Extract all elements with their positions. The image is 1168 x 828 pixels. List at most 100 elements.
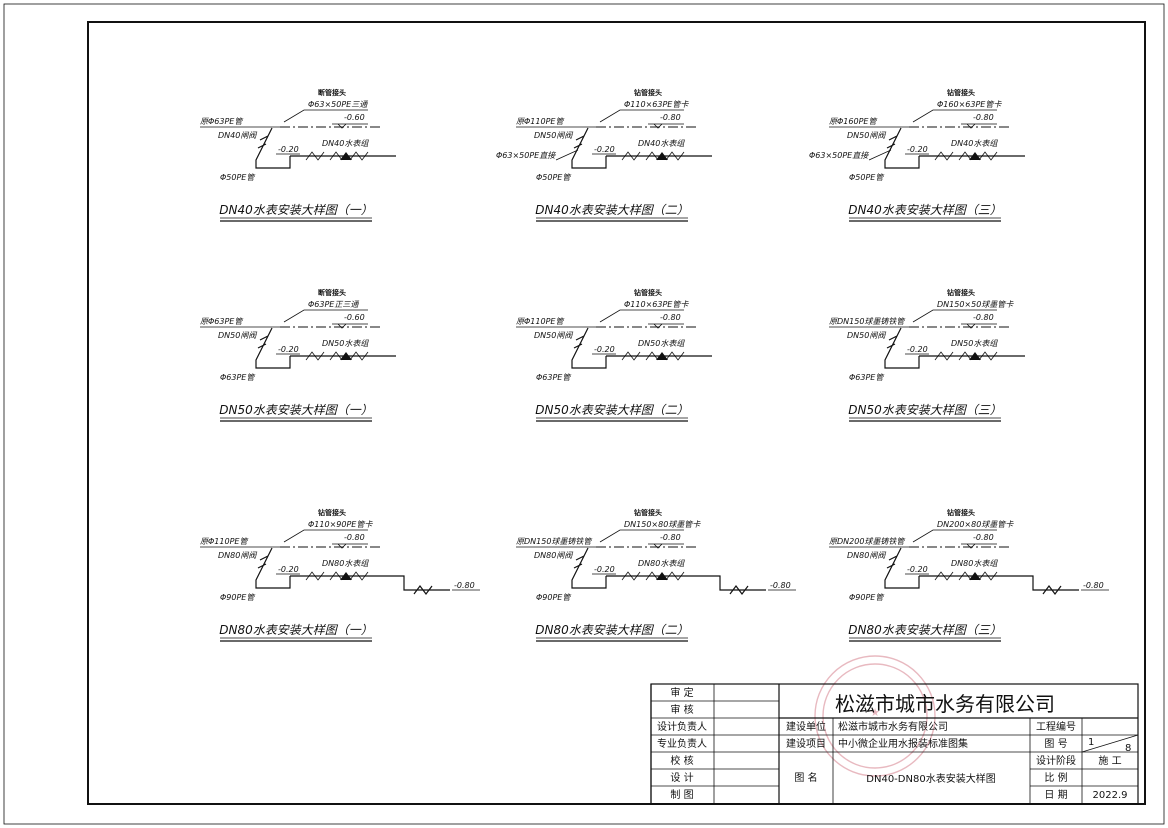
elevation-low: -0.20	[907, 345, 928, 354]
date-label: 日 期	[1044, 789, 1067, 801]
source-pipe-label: 原DN200球墨铸铁管	[829, 537, 906, 546]
elevation-low: -0.20	[594, 565, 615, 574]
meter-diagram-9: 钻管接头DN200×80球墨管卡-0.80原DN200球墨铸铁管DN80闸阀-0…	[829, 508, 1109, 642]
leader-line	[912, 529, 997, 543]
elevation-outlet: -0.80	[454, 581, 475, 590]
leader-line	[283, 529, 368, 543]
source-pipe-label: 原Φ110PE管	[516, 317, 565, 326]
source-pipe-label: 原DN150球墨铸铁管	[829, 317, 906, 326]
tee-label: DN150×80球墨管卡	[624, 520, 701, 529]
meter-diagram-2: 钻管接头Φ110×63PE管卡-0.80原Φ110PE管DN50闸阀Φ63×50…	[496, 88, 712, 222]
riser-pipe	[884, 327, 920, 369]
meter-fittings	[305, 151, 369, 161]
valve-label: DN50闸阀	[534, 131, 573, 140]
tee-label: Φ110×90PE管卡	[308, 520, 373, 529]
reducer-leader	[868, 149, 892, 161]
source-pipe-label: 原Φ110PE管	[516, 117, 565, 126]
company-seal: ★	[814, 655, 936, 777]
tee-label: Φ63×50PE三通	[308, 100, 368, 109]
elevation-top: -0.80	[660, 113, 681, 122]
riser-pipe	[884, 127, 920, 169]
sheet-number-value: 1	[1088, 737, 1094, 748]
sheet-total: 8	[1125, 743, 1131, 754]
riser-pipe	[571, 127, 607, 169]
meter-group-label: DN80水表组	[951, 559, 998, 568]
role-design-lead: 设计负责人	[657, 720, 707, 733]
elevation-outlet: -0.80	[770, 581, 791, 590]
design-stage-label: 设计阶段	[1036, 754, 1076, 767]
pipe-label: Φ63PE管	[849, 373, 885, 382]
pipe-label: Φ50PE管	[849, 173, 885, 182]
leader-line	[599, 309, 684, 323]
diagram-grid: 断管接头Φ63×50PE三通-0.60原Φ63PE管DN40闸阀-0.20Φ50…	[200, 88, 1109, 642]
valve-label: DN80闸阀	[534, 551, 573, 560]
project-number-label: 工程编号	[1036, 720, 1076, 733]
source-pipe-label: 原DN150球墨铸铁管	[516, 537, 593, 546]
sheet-number-label: 图 号	[1044, 738, 1067, 750]
leader-line	[912, 109, 997, 123]
outer-frame	[3, 3, 1165, 825]
fitting-label: 钻管接头	[318, 508, 346, 517]
diagram-caption: DN50水表安装大样图（三）	[848, 403, 1002, 417]
diagram-caption: DN50水表安装大样图（二）	[535, 403, 689, 417]
pipe-label: Φ50PE管	[220, 173, 256, 182]
date-value: 2022.9	[1093, 790, 1128, 801]
elevation-marker	[332, 543, 368, 549]
meter-fittings	[934, 351, 998, 361]
meter-body	[340, 152, 352, 160]
leader-line	[912, 309, 997, 323]
reducer-leader	[555, 149, 579, 161]
elevation-top: -0.60	[344, 113, 365, 122]
reducer-label: Φ63×50PE直接	[496, 151, 556, 160]
pipe-label: Φ90PE管	[220, 593, 256, 602]
meter-body	[340, 572, 352, 580]
elevation-marker	[961, 543, 997, 549]
elevation-marker	[648, 323, 684, 329]
meter-body	[656, 352, 668, 360]
elevation-marker	[961, 323, 997, 329]
pipe-label: Φ90PE管	[849, 593, 885, 602]
meter-group-label: DN40水表组	[951, 139, 998, 148]
riser-pipe	[255, 127, 291, 169]
meter-body	[340, 352, 352, 360]
meter-group-label: DN80水表组	[638, 559, 685, 568]
valve-label: DN50闸阀	[847, 331, 886, 340]
reducer-label: Φ63×50PE直接	[809, 151, 869, 160]
inner-border	[87, 21, 1146, 805]
source-pipe-label: 原Φ110PE管	[200, 537, 249, 546]
elevation-low: -0.20	[907, 145, 928, 154]
role-check: 校 核	[670, 754, 693, 767]
source-pipe-label: 原Φ63PE管	[200, 117, 244, 126]
role-draft: 制 图	[670, 788, 693, 801]
meter-body	[656, 572, 668, 580]
elevation-low: -0.20	[278, 145, 299, 154]
valve-label: DN40闸阀	[218, 131, 257, 140]
meter-group-label: DN40水表组	[638, 139, 685, 148]
elevation-top: -0.80	[660, 533, 681, 542]
elevation-low: -0.20	[278, 345, 299, 354]
build-unit-value: 松滋市城市水务有限公司	[838, 720, 948, 733]
meter-diagram-3: 钻管接头Φ160×63PE管卡-0.80原Φ160PE管DN50闸阀Φ63×50…	[809, 88, 1025, 222]
riser-pipe	[571, 547, 607, 589]
meter-body	[969, 572, 981, 580]
meter-group-label: DN50水表组	[951, 339, 998, 348]
tee-label: DN150×50球墨管卡	[937, 300, 1014, 309]
valve-label: DN50闸阀	[847, 131, 886, 140]
valve-label: DN50闸阀	[534, 331, 573, 340]
company-name: 松滋市城市水务有限公司	[835, 692, 1055, 716]
riser-pipe	[571, 327, 607, 369]
project-value: 中小微企业用水报装标准图集	[838, 737, 968, 750]
meter-diagram-6: 钻管接头DN150×50球墨管卡-0.80原DN150球墨铸铁管DN50闸阀-0…	[829, 288, 1025, 422]
elevation-low: -0.20	[907, 565, 928, 574]
title-block: 松滋市城市水务有限公司 审 定 审 核 设计负责人 专业负责人 校 核 设 计 …	[650, 683, 1139, 805]
fitting-label: 钻管接头	[634, 88, 662, 97]
fitting-label: 断管接头	[318, 88, 346, 97]
pipe-label: Φ90PE管	[536, 593, 572, 602]
meter-group-label: DN50水表组	[322, 339, 369, 348]
elevation-marker	[332, 323, 368, 329]
build-unit-label: 建设单位	[786, 720, 826, 733]
riser-pipe	[884, 547, 920, 589]
leader-line	[599, 529, 684, 543]
drawing-name-label: 图 名	[794, 771, 817, 784]
elevation-low: -0.20	[594, 345, 615, 354]
